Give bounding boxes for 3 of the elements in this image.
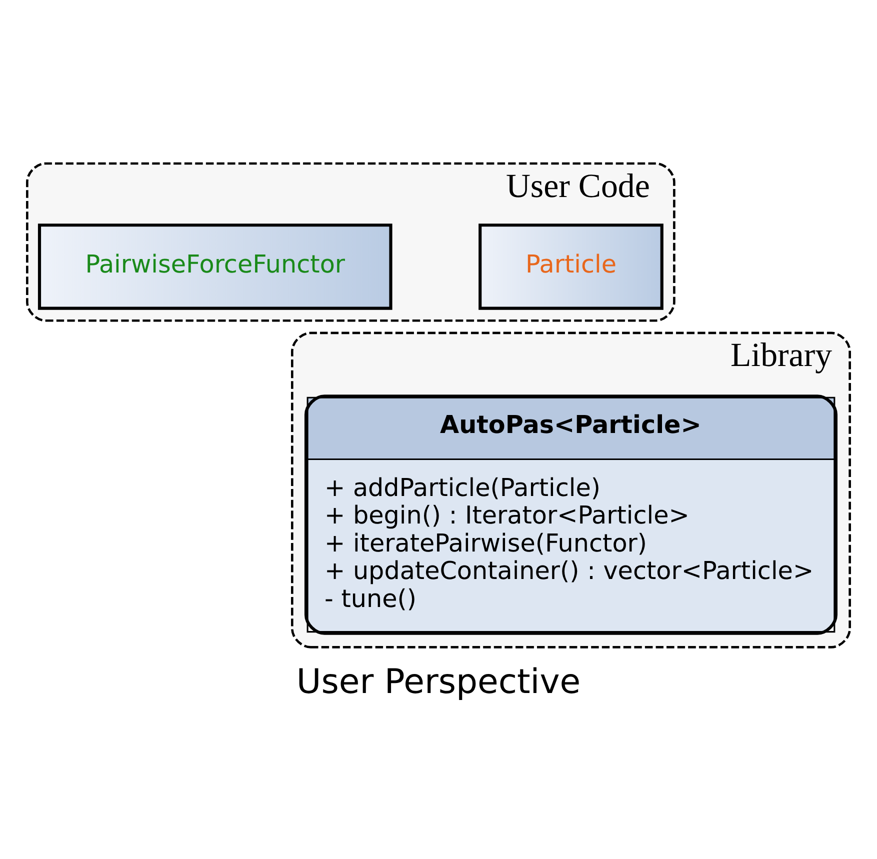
caption: User Perspective xyxy=(296,661,581,700)
node-box: PairwiseForceFunctor xyxy=(38,223,392,310)
node-box: Particle xyxy=(478,223,664,310)
